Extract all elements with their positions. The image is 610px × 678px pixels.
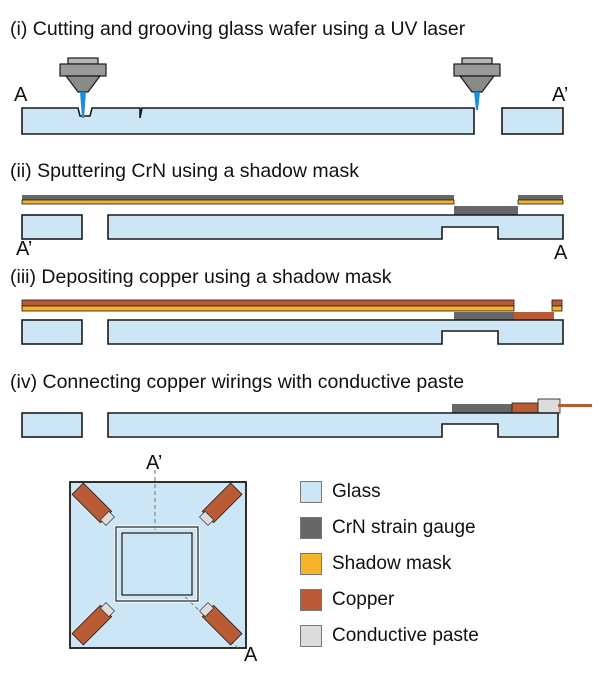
- shadow-mask: [21, 199, 455, 205]
- glass-wafer: [107, 214, 564, 240]
- section-label-a-prime: A’: [552, 84, 569, 106]
- legend-swatch: [300, 517, 322, 539]
- shadow-mask: [21, 305, 515, 312]
- legend-swatch: [300, 625, 322, 647]
- legend-label: Shadow mask: [332, 553, 452, 574]
- legend-swatch: [300, 589, 322, 611]
- legend-swatch: [300, 481, 322, 503]
- section-label-a: A: [14, 84, 28, 106]
- crn-layer: [518, 195, 563, 200]
- copper-pad: [71, 482, 115, 526]
- copper-layer: [551, 299, 563, 307]
- section-label-a-prime: A’: [146, 452, 163, 474]
- section-label-a: A: [244, 644, 258, 666]
- glass-piece: [21, 319, 83, 345]
- laser-head-icon: [453, 57, 501, 110]
- legend-item-shadow-mask: Shadow mask: [300, 551, 451, 577]
- step-i-caption: (i) Cutting and grooving glass wafer usi…: [10, 18, 466, 40]
- glass-piece: [21, 412, 83, 438]
- section-label-a-prime: A’: [16, 238, 33, 260]
- step-iv-caption: (iv) Connecting copper wirings with cond…: [10, 371, 465, 393]
- shadow-mask: [517, 199, 564, 205]
- copper-pad: [199, 482, 243, 526]
- top-view-drawing: [69, 470, 247, 649]
- copper-pad: [71, 602, 115, 646]
- step-iii-drawing: [21, 299, 564, 345]
- step-i-drawing: [21, 57, 564, 135]
- glass-wafer: [107, 412, 559, 438]
- step-ii-caption: (ii) Sputtering CrN using a shadow mask: [10, 160, 359, 182]
- glass-piece: [21, 214, 83, 240]
- copper-layer: [21, 299, 515, 307]
- copper-pad: [514, 312, 554, 320]
- legend-label: CrN strain gauge: [332, 517, 476, 538]
- shadow-mask: [551, 305, 563, 312]
- step-iv-drawing: [21, 398, 592, 438]
- step-ii-drawing: [21, 195, 564, 240]
- legend-label: Copper: [332, 589, 395, 610]
- legend-label: Glass: [332, 481, 381, 502]
- legend-item-conductive-paste: Conductive paste: [300, 623, 479, 649]
- crn-layer: [22, 195, 454, 200]
- laser-head-icon: [59, 57, 107, 118]
- legend-label: Conductive paste: [332, 625, 479, 646]
- legend-item-crn: CrN strain gauge: [300, 515, 476, 541]
- glass-wafer: [21, 107, 475, 135]
- conductive-paste: [537, 398, 561, 414]
- crn-strain-gauge: [452, 404, 512, 413]
- copper-wire: [558, 404, 592, 407]
- glass-wafer: [107, 319, 564, 345]
- legend-item-copper: Copper: [300, 587, 394, 613]
- copper-pad: [511, 402, 539, 414]
- section-line: [154, 567, 239, 649]
- legend-swatch: [300, 553, 322, 575]
- legend-item-glass: Glass: [300, 479, 381, 505]
- glass-wafer-piece: [501, 107, 564, 135]
- crn-strain-gauge: [454, 206, 518, 215]
- copper-pad: [199, 602, 243, 646]
- inner-frame: [121, 532, 193, 596]
- crn-strain-gauge: [454, 312, 514, 320]
- step-iii-caption: (iii) Depositing copper using a shadow m…: [10, 266, 392, 288]
- section-label-a: A: [554, 242, 568, 264]
